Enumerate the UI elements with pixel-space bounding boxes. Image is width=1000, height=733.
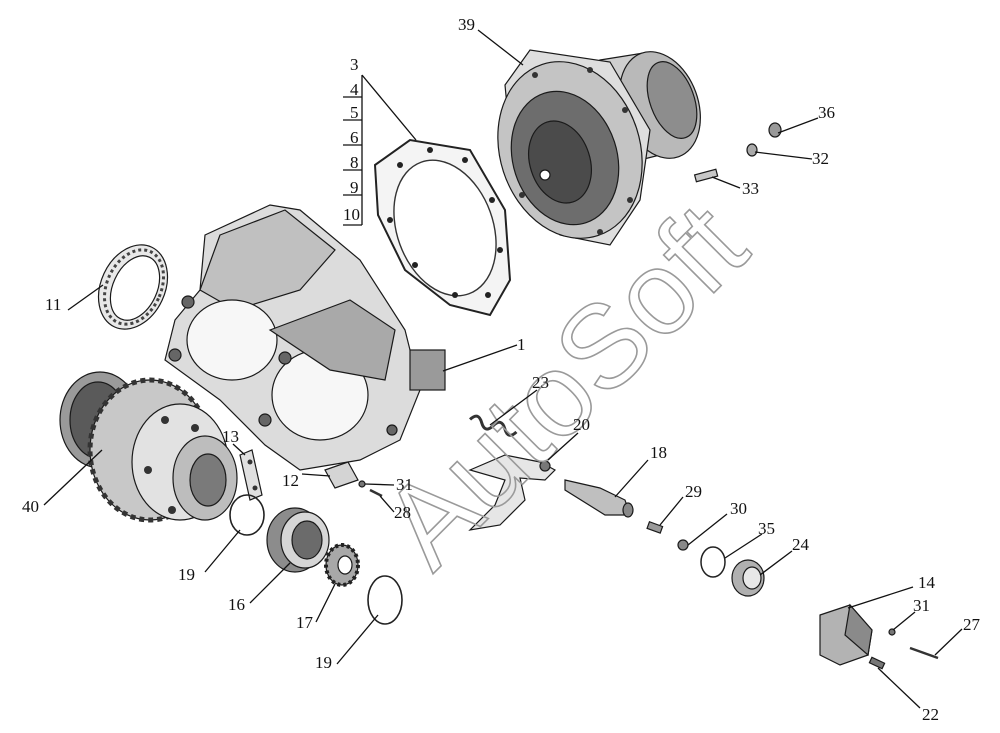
part-19-snap-ring-upper xyxy=(229,494,265,536)
callout-31-right: 31 xyxy=(913,596,930,615)
part-20-shift-fork xyxy=(468,454,556,531)
callout-5: 5 xyxy=(350,103,359,122)
callout-32: 32 xyxy=(812,149,829,168)
part-35-o-ring xyxy=(700,546,726,578)
callout-40: 40 xyxy=(22,497,39,516)
part-31-pin-right xyxy=(888,628,896,636)
part-17-gear xyxy=(324,543,360,587)
callout-28: 28 xyxy=(394,503,411,522)
callout-36: 36 xyxy=(818,103,835,122)
callout-17: 17 xyxy=(296,613,314,632)
callout-4: 4 xyxy=(350,80,359,99)
part-36-nut xyxy=(768,122,782,138)
callout-18: 18 xyxy=(650,443,667,462)
part-18-shaft xyxy=(564,479,634,518)
callout-13: 13 xyxy=(222,427,239,446)
callout-35: 35 xyxy=(758,519,775,538)
callout-labels: 3 4 5 6 8 9 10 39 36 32 33 11 1 23 20 18… xyxy=(22,15,981,724)
callout-29: 29 xyxy=(685,482,702,501)
callout-19-upper: 19 xyxy=(178,565,195,584)
callout-6: 6 xyxy=(350,128,359,147)
part-19-snap-ring-lower xyxy=(367,575,403,625)
part-40-differential-assembly xyxy=(59,371,238,523)
leader-lines xyxy=(43,29,963,709)
part-32-washer xyxy=(746,143,758,157)
callout-33: 33 xyxy=(742,179,759,198)
callout-30: 30 xyxy=(730,499,747,518)
part-11-roller-bearing xyxy=(97,244,169,330)
part-14-cover xyxy=(819,603,873,666)
callout-14: 14 xyxy=(918,573,936,592)
part-23-spring xyxy=(469,414,518,437)
part-16-sleeve xyxy=(266,507,330,573)
callout-10: 10 xyxy=(343,205,360,224)
callout-9: 9 xyxy=(350,178,359,197)
callout-39: 39 xyxy=(458,15,475,34)
part-22-bolt xyxy=(868,656,886,670)
callout-12: 12 xyxy=(282,471,299,490)
part-39-bevel-gear-assembly xyxy=(497,49,701,246)
callout-31-center: 31 xyxy=(396,475,413,494)
part-33-pin xyxy=(693,168,719,183)
callout-23: 23 xyxy=(532,373,549,392)
part-24-plug xyxy=(731,559,765,597)
callout-27: 27 xyxy=(963,615,981,634)
callout-24: 24 xyxy=(792,535,810,554)
part-28-pin xyxy=(369,488,383,498)
part-27-bolt xyxy=(909,646,939,660)
part-30-nut xyxy=(677,539,689,551)
part-31-pin-center xyxy=(358,480,366,488)
callout-8: 8 xyxy=(350,153,359,172)
part-1-housing xyxy=(164,204,446,471)
part-29-pin xyxy=(646,521,664,534)
callout-3: 3 xyxy=(350,55,359,74)
part-12-bracket xyxy=(324,461,359,489)
callout-19-lower: 19 xyxy=(315,653,332,672)
callout-16: 16 xyxy=(228,595,245,614)
part-3-gasket xyxy=(373,138,512,317)
part-13-plate xyxy=(239,449,263,501)
callout-1: 1 xyxy=(517,335,526,354)
callout-11: 11 xyxy=(45,295,61,314)
callout-22: 22 xyxy=(922,705,939,724)
callout-20: 20 xyxy=(573,415,590,434)
